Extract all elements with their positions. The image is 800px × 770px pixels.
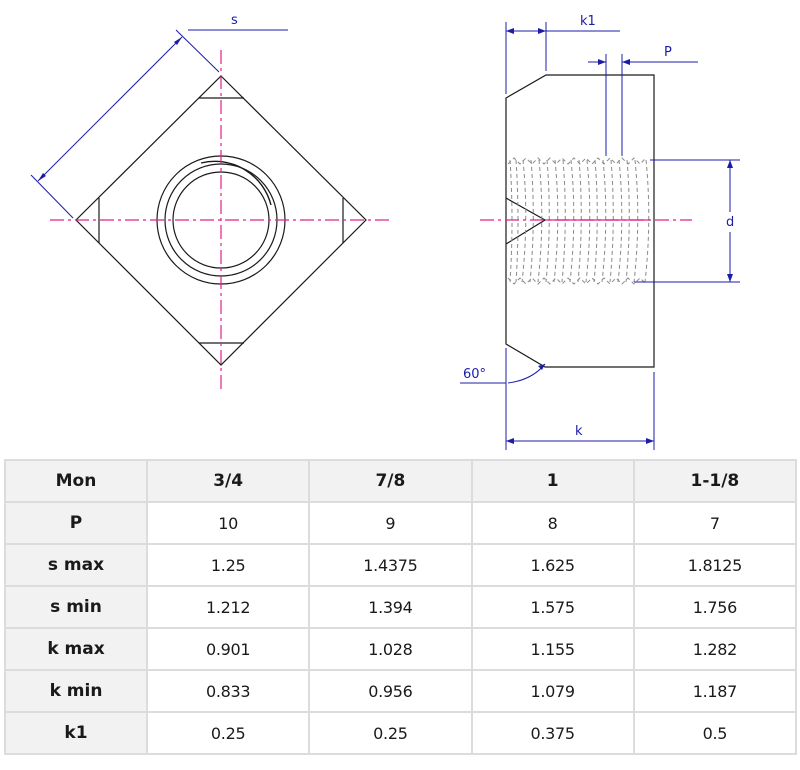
table-cell: 1.079 (470, 669, 635, 713)
technical-drawing: s (30, 13, 740, 450)
table-cell: 0.375 (470, 711, 635, 755)
header-cell: 3/4 (145, 459, 311, 503)
k1-arrow-right (538, 28, 546, 34)
header-cell: 7/8 (308, 459, 473, 503)
d-arrow-bottom (727, 274, 733, 282)
table-cell: 1.25 (145, 543, 311, 587)
table-cell: 1.394 (308, 585, 473, 629)
table-cell: 0.956 (308, 669, 473, 713)
table-row: P 10 9 8 7 (4, 501, 798, 545)
table-cell: 1.028 (308, 627, 473, 671)
table-cell: 1.8125 (632, 543, 798, 587)
table-cell: 0.901 (145, 627, 311, 671)
angle-label: 60° (463, 367, 486, 382)
header-label-cell: Mon (4, 459, 148, 503)
s-dimension-line (37, 36, 183, 182)
table-cell: 1.155 (470, 627, 635, 671)
table-row: s min 1.212 1.394 1.575 1.756 (4, 585, 798, 629)
nut-side-outline (505, 74, 655, 368)
angle-arrow (538, 364, 545, 370)
table-cell: 10 (145, 501, 311, 545)
table-cell: 0.833 (145, 669, 311, 713)
table-row: s max 1.25 1.4375 1.625 1.8125 (4, 543, 798, 587)
d-arrow-top (727, 160, 733, 168)
table-cell: 1.756 (632, 585, 798, 629)
k1-arrow-left (506, 28, 514, 34)
side-view: k1 P d 60° k (460, 14, 740, 450)
header-cell: 1 (470, 459, 635, 503)
s-extension-top (175, 29, 220, 73)
table-cell: 0.5 (632, 711, 798, 755)
table-cell: 1.212 (145, 585, 311, 629)
s-extension-bottom (30, 174, 74, 219)
p-arrow-left (598, 59, 606, 65)
table-header-row: Mon 3/4 7/8 1 1-1/8 (4, 459, 798, 503)
k-label: k (575, 424, 583, 439)
header-cell: 1-1/8 (632, 459, 798, 503)
p-label: P (664, 45, 672, 60)
table-cell: 1.282 (632, 627, 798, 671)
table-cell: 1.575 (470, 585, 635, 629)
s-arrow-top (174, 37, 182, 45)
square-nut-outline (75, 75, 367, 366)
k1-label: k1 (580, 14, 596, 29)
table-cell: 9 (308, 501, 473, 545)
table-row: k min 0.833 0.956 1.079 1.187 (4, 669, 798, 713)
top-view: s (30, 13, 392, 392)
table-cell: 8 (470, 501, 635, 545)
table-cell: 1.187 (632, 669, 798, 713)
s-arrow-bottom (38, 173, 46, 181)
row-label: k max (4, 627, 148, 671)
table-cell: 1.625 (470, 543, 635, 587)
table-cell: 0.25 (308, 711, 473, 755)
dimension-table: Mon 3/4 7/8 1 1-1/8 P 10 9 8 7 s max 1.2… (4, 459, 798, 755)
table-row: k max 0.901 1.028 1.155 1.282 (4, 627, 798, 671)
k-arrow-left (506, 438, 514, 444)
thread-hidden-lines (507, 157, 650, 285)
table-row: k1 0.25 0.25 0.375 0.5 (4, 711, 798, 755)
row-label: P (4, 501, 148, 545)
row-label: k1 (4, 711, 148, 755)
thread-spiral-arc (200, 160, 272, 206)
s-label: s (231, 13, 238, 28)
table-cell: 7 (632, 501, 798, 545)
table-cell: 1.4375 (308, 543, 473, 587)
table-cell: 0.25 (145, 711, 311, 755)
k-arrow-right (646, 438, 654, 444)
row-label: s min (4, 585, 148, 629)
p-arrow-right (622, 59, 630, 65)
row-label: s max (4, 543, 148, 587)
row-label: k min (4, 669, 148, 713)
d-label: d (726, 215, 734, 230)
